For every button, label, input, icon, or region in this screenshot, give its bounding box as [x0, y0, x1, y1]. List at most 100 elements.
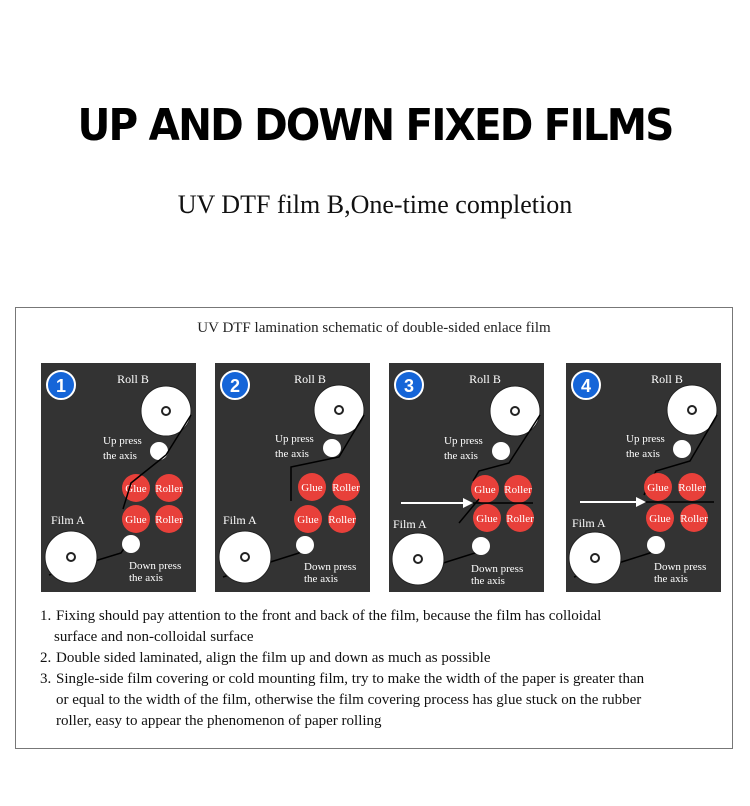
- roll-b-core: [334, 405, 344, 415]
- down-press-label-2: the axis: [304, 573, 338, 585]
- film-b-path: [122, 414, 192, 510]
- schematic-title: UV DTF lamination schematic of double-si…: [197, 320, 551, 336]
- roll-b: [140, 385, 192, 437]
- up-press-label: Up press: [444, 435, 483, 447]
- film-a-core: [413, 554, 423, 564]
- step-number: 3: [404, 376, 414, 396]
- roll-b-core: [687, 405, 697, 415]
- roller-label: Roller: [680, 513, 708, 525]
- feed-arrow-head: [636, 497, 646, 507]
- up-press-axis: [323, 439, 341, 457]
- down-press-label-2: the axis: [129, 572, 163, 584]
- note-text: Single-side film covering or cold mounti…: [56, 671, 645, 687]
- film-a-roll: [44, 530, 98, 584]
- roll-b-label: Roll B: [294, 372, 326, 386]
- up-press-label: Up press: [103, 435, 142, 447]
- glue-label: Glue: [476, 513, 498, 525]
- glue-roller-bottom: [294, 505, 322, 533]
- down-press-axis: [647, 536, 665, 554]
- glue-roller-top: [644, 473, 672, 501]
- up-press-axis: [492, 442, 510, 460]
- page-subtitle: UV DTF film B,One-time completion: [177, 190, 573, 219]
- down-press-label-2: the axis: [471, 575, 505, 587]
- roller-label: Roller: [506, 513, 534, 525]
- film-a-roll: [568, 531, 622, 585]
- step-number: 1: [56, 376, 66, 396]
- film-a-label: Film A: [51, 513, 85, 527]
- glue-roller-bottom: [122, 505, 150, 533]
- roller-label: Roller: [678, 482, 706, 494]
- glue-roller-top: [471, 475, 499, 503]
- roller-label: Roller: [332, 482, 360, 494]
- down-press-axis: [472, 537, 490, 555]
- glue-label: Glue: [301, 482, 323, 494]
- film-a-core: [66, 552, 76, 562]
- film-a-core: [590, 553, 600, 563]
- step-badge: [46, 370, 76, 400]
- glue-label: Glue: [649, 513, 671, 525]
- glue-label: Glue: [125, 514, 147, 526]
- roll-b-core: [510, 406, 520, 416]
- down-press-label: Down press: [304, 561, 356, 573]
- up-press-label: Up press: [626, 433, 665, 445]
- film-a-label: Film A: [572, 516, 606, 530]
- roller-bottom: [506, 504, 534, 532]
- roller-top: [332, 473, 360, 501]
- up-press-axis: [673, 440, 691, 458]
- step-panel-3: 3 Roll B Up press the axis Glue Roller G…: [389, 363, 544, 592]
- note-text: roller, easy to appear the phenomenon of…: [56, 713, 382, 729]
- step-badge: [571, 370, 601, 400]
- note-number: 2.: [40, 650, 52, 666]
- roll-b: [666, 384, 718, 436]
- roll-b-label: Roll B: [651, 372, 683, 386]
- glue-label: Glue: [297, 514, 319, 526]
- roll-b-label: Roll B: [469, 372, 501, 386]
- note-number: 1.: [40, 608, 52, 624]
- roller-top: [678, 473, 706, 501]
- glue-roller-top: [298, 473, 326, 501]
- step-panel-2: 2 Roll B Up press the axis Glue Roller G…: [215, 363, 370, 592]
- note-number: 3.: [40, 671, 52, 687]
- step-badge: [394, 370, 424, 400]
- step-number: 4: [581, 376, 591, 396]
- glue-roller-bottom: [473, 504, 501, 532]
- up-press-label: Up press: [275, 433, 314, 445]
- roller-top: [504, 475, 532, 503]
- up-press-label-2: the axis: [275, 448, 309, 460]
- note-item: 2. Double sided laminated, align the fil…: [40, 648, 720, 669]
- roller-bottom: [680, 504, 708, 532]
- roll-b-label: Roll B: [117, 372, 149, 386]
- up-press-label-2: the axis: [103, 450, 137, 462]
- up-press-axis: [150, 442, 168, 460]
- film-a-core: [240, 552, 250, 562]
- up-press-label-2: the axis: [626, 448, 660, 460]
- down-press-label: Down press: [654, 561, 706, 573]
- step-panel-4: 4 Roll B Up press the axis Glue Roller G…: [566, 363, 721, 592]
- note-text: surface and non-colloidal surface: [54, 629, 254, 645]
- page-title: UP AND DOWN FIXED FILMS: [77, 100, 674, 151]
- down-press-label: Down press: [471, 563, 523, 575]
- film-a-roll: [391, 532, 445, 586]
- film-b-path: [472, 414, 541, 482]
- roller-label: Roller: [155, 514, 183, 526]
- step-badge: [220, 370, 250, 400]
- note-text: Fixing should pay attention to the front…: [56, 608, 602, 624]
- schematic-frame: UV DTF lamination schematic of double-si…: [15, 307, 733, 749]
- glue-label: Glue: [474, 484, 496, 496]
- glue-label: Glue: [647, 482, 669, 494]
- roller-label: Roller: [155, 483, 183, 495]
- film-a-roll: [218, 530, 272, 584]
- note-text: Double sided laminated, align the film u…: [56, 650, 491, 666]
- film-a-label: Film A: [223, 513, 257, 527]
- roll-b: [313, 384, 365, 436]
- roll-b-core: [161, 406, 171, 416]
- down-press-axis: [296, 536, 314, 554]
- note-text: or equal to the width of the film, other…: [56, 692, 642, 708]
- step-panel-1: 1 Roll B Up press the axis Glue Roller G…: [41, 363, 196, 592]
- down-press-label: Down press: [129, 560, 181, 572]
- roller-top: [155, 474, 183, 502]
- film-b-path: [290, 414, 365, 501]
- film-a-feed: [458, 498, 480, 524]
- glue-roller-top: [122, 474, 150, 502]
- note-item: 1. Fixing should pay attention to the fr…: [40, 606, 720, 648]
